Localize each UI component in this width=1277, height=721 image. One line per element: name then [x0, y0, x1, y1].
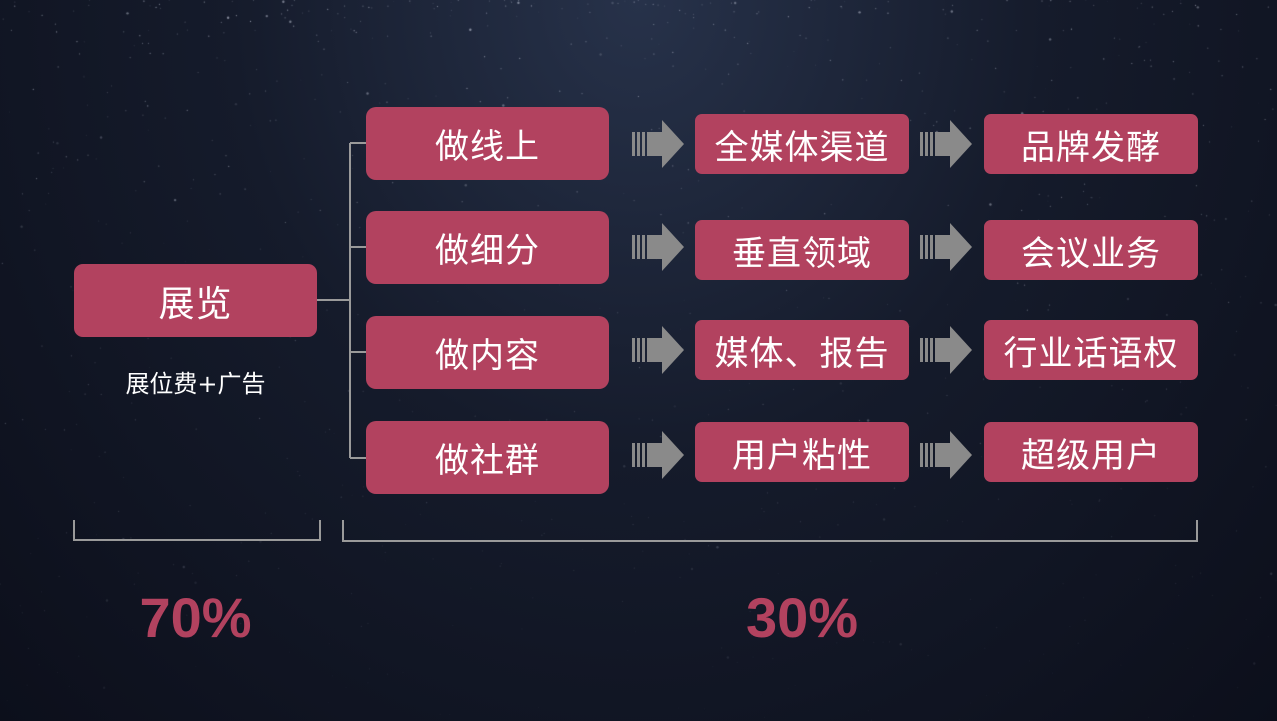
action-box-segment: 做细分	[366, 211, 609, 284]
arrow-right-icon	[632, 223, 684, 271]
exhibition-box: 展览	[74, 264, 317, 337]
channel-box-all-media: 全媒体渠道	[695, 114, 909, 174]
channel-box-media-report: 媒体、报告	[695, 320, 909, 380]
arrow-right-icon	[920, 326, 972, 374]
arrow-right-icon	[920, 431, 972, 479]
result-box-super-user: 超级用户	[984, 422, 1198, 482]
arrow-right-icon	[632, 326, 684, 374]
action-box-community: 做社群	[366, 421, 609, 494]
arrow-right-icon	[920, 120, 972, 168]
action-box-online: 做线上	[366, 107, 609, 180]
arrow-right-icon	[920, 223, 972, 271]
left-bracket	[73, 520, 321, 541]
exhibition-percentage: 70%	[139, 586, 252, 649]
arrow-right-icon	[632, 431, 684, 479]
exhibition-caption: 展位费+广告	[125, 370, 266, 398]
result-box-brand: 品牌发酵	[984, 114, 1198, 174]
arrow-right-icon	[632, 120, 684, 168]
channel-box-vertical: 垂直领域	[695, 220, 909, 280]
right-bracket	[342, 520, 1198, 542]
action-box-content: 做内容	[366, 316, 609, 389]
extension-percentage: 30%	[745, 586, 859, 649]
result-box-conference: 会议业务	[984, 220, 1198, 280]
result-box-discourse: 行业话语权	[984, 320, 1198, 380]
channel-box-user-stickiness: 用户粘性	[695, 422, 909, 482]
